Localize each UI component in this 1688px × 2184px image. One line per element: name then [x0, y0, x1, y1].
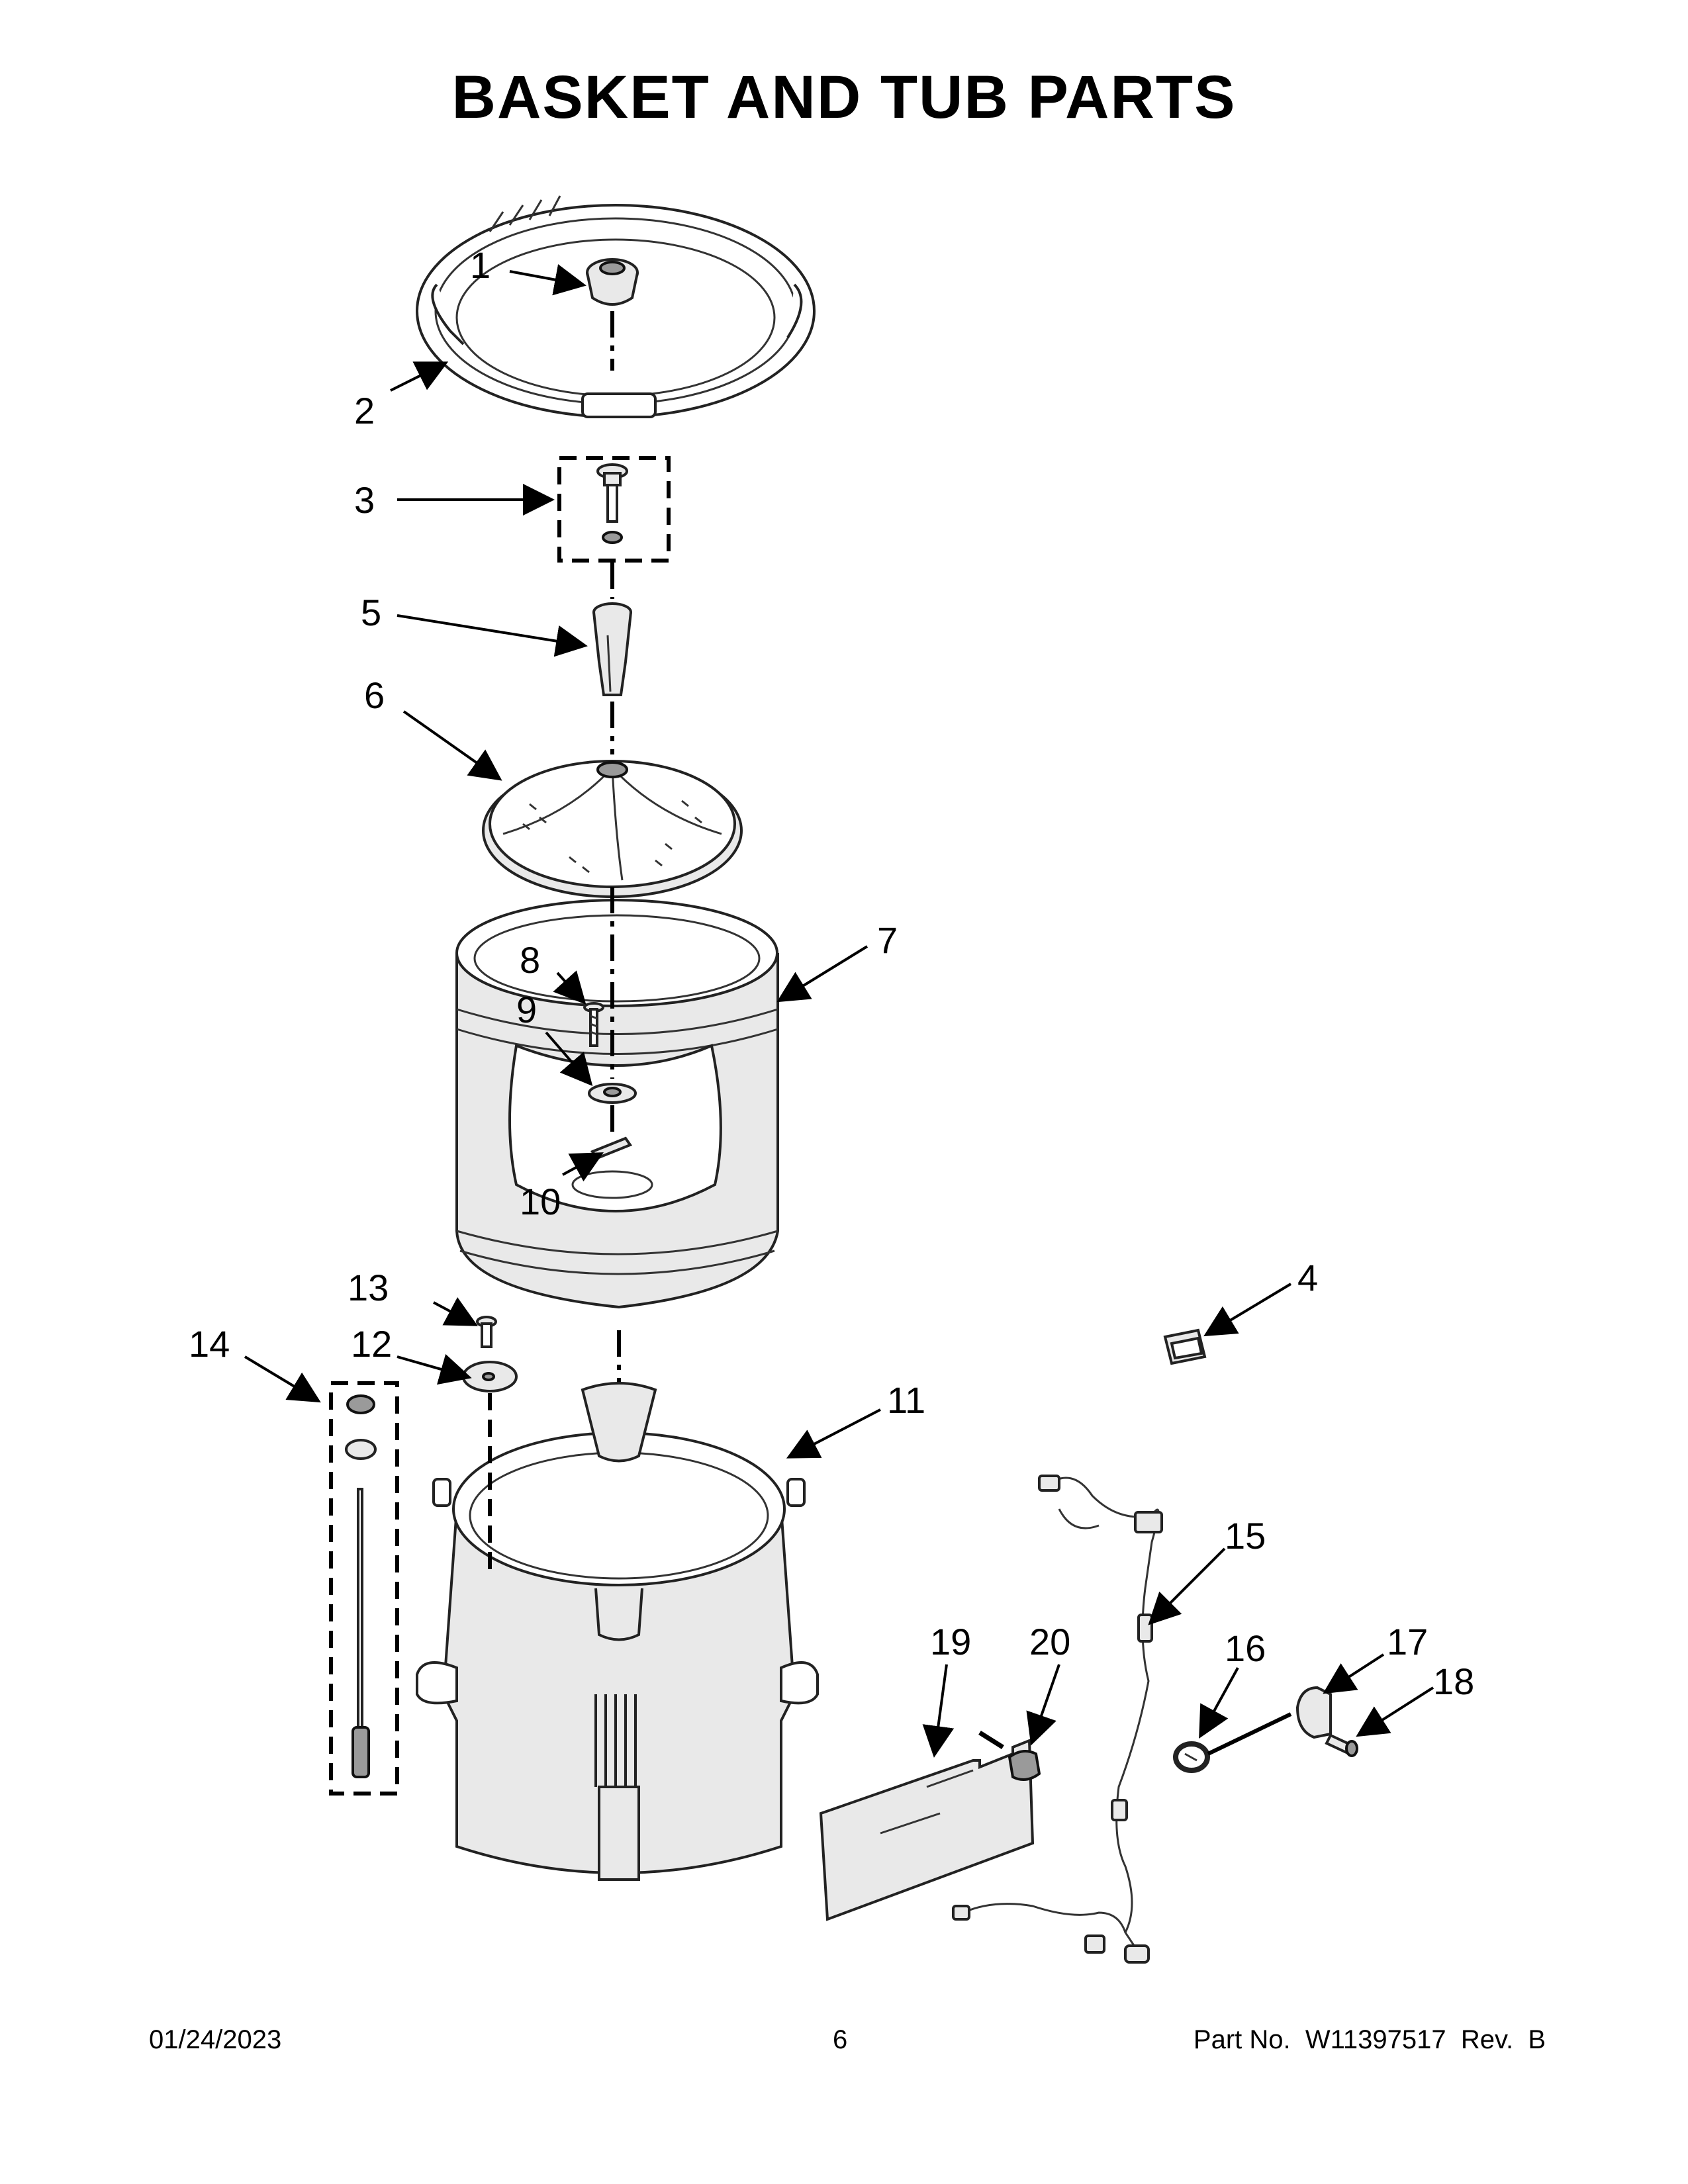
grommet-part	[1173, 1741, 1210, 1773]
callout-3: 3	[354, 479, 375, 521]
callout-9: 9	[516, 989, 537, 1030]
agitator-cap-part	[586, 258, 639, 306]
wire-harness-part	[952, 1475, 1163, 1964]
callout-7: 7	[877, 919, 898, 961]
callout-6: 6	[364, 674, 385, 716]
bolt-kit-box	[557, 456, 671, 563]
bracket-part	[1295, 1686, 1332, 1739]
suspension-kit-box	[329, 1381, 399, 1796]
hub-part	[588, 1083, 637, 1104]
drive-coupler-part	[592, 602, 632, 696]
callout-15: 15	[1225, 1515, 1266, 1557]
footer-part-number: Part No. W11397517 Rev. B	[1193, 2025, 1546, 2054]
callout-16: 16	[1225, 1627, 1266, 1669]
clip-part	[1163, 1328, 1207, 1365]
callout-18: 18	[1433, 1661, 1474, 1702]
impeller-part	[482, 760, 743, 898]
callout-1: 1	[470, 244, 491, 286]
screw-18-part	[1325, 1733, 1358, 1757]
callout-labels: 1 2 3 4 5 6 7 8 9 10 11 12 13 14 15 16 1…	[189, 244, 1474, 1702]
callout-17: 17	[1387, 1621, 1428, 1662]
bolt-part	[596, 463, 628, 544]
callout-10: 10	[520, 1181, 561, 1222]
callout-19: 19	[930, 1621, 971, 1662]
label-part	[819, 1739, 1035, 1921]
outer-tub-part	[416, 1382, 819, 1881]
callout-4: 4	[1297, 1257, 1318, 1298]
suspension-rod-part	[345, 1394, 377, 1778]
washer-plate-part	[462, 1361, 518, 1392]
callout-14: 14	[189, 1323, 230, 1365]
callout-20: 20	[1029, 1621, 1070, 1662]
footer-page-number: 6	[833, 2025, 848, 2054]
footer-date: 01/24/2023	[149, 2025, 282, 2054]
basket-part	[455, 899, 779, 1309]
callout-13: 13	[348, 1267, 389, 1308]
tub-bolt-part	[476, 1316, 497, 1348]
tub-ring-part	[416, 195, 816, 418]
cap-part	[978, 1731, 1041, 1781]
page-title: BASKET AND TUB PARTS	[451, 64, 1237, 131]
callout-12: 12	[351, 1323, 392, 1365]
callout-11: 11	[887, 1379, 925, 1421]
callout-8: 8	[520, 939, 540, 981]
leader-lines	[244, 264, 1434, 1758]
callout-2: 2	[354, 390, 375, 432]
screw-part	[583, 1002, 604, 1047]
callout-5: 5	[361, 592, 381, 633]
